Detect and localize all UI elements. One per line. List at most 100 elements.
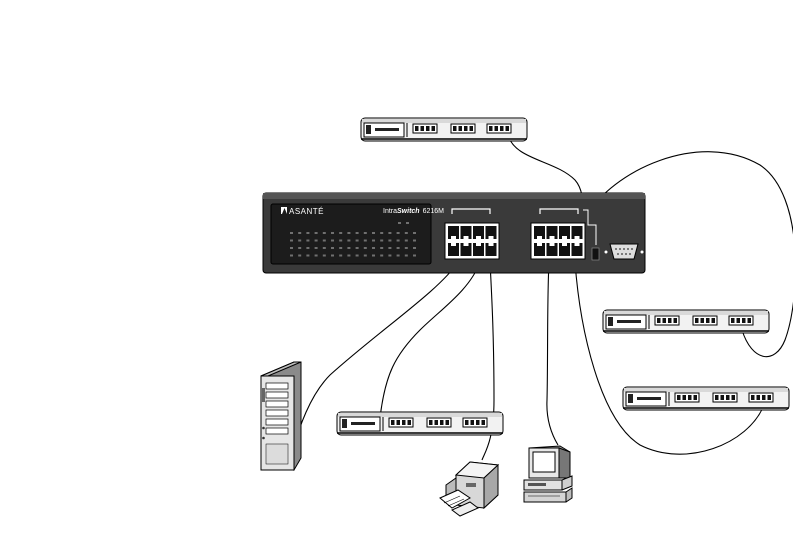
switch-model-number: 6216M <box>423 208 445 215</box>
rj45-port-latch <box>476 243 481 246</box>
status-led <box>331 232 334 234</box>
uplink-port <box>592 248 599 260</box>
hub-port <box>751 395 755 400</box>
status-led <box>364 255 367 257</box>
status-led <box>323 255 326 257</box>
status-led <box>397 255 400 257</box>
rj45-port-latch <box>476 236 481 239</box>
status-led <box>380 255 383 257</box>
hub-slot <box>351 422 375 425</box>
hub-port <box>435 420 439 425</box>
hub-logo-icon <box>628 394 633 403</box>
rj45-port-latch <box>550 243 555 246</box>
hub-right-lower <box>623 387 789 410</box>
switch-top-edge <box>263 193 645 199</box>
hub-port <box>453 126 457 131</box>
rj45-port <box>572 243 583 256</box>
rj45-port-latch <box>575 243 580 246</box>
hub-port <box>489 126 493 131</box>
status-led <box>413 240 416 242</box>
hub-port <box>415 126 419 131</box>
status-led <box>413 232 416 234</box>
hub-port <box>757 395 761 400</box>
hub-port <box>426 126 430 131</box>
status-led <box>315 240 318 242</box>
status-led <box>315 247 318 249</box>
status-led <box>290 240 293 242</box>
status-led <box>331 255 334 257</box>
status-led <box>413 255 416 257</box>
rj45-port-latch <box>489 236 494 239</box>
hub-port <box>712 318 716 323</box>
status-led <box>298 232 301 234</box>
status-led <box>339 240 342 242</box>
cable-switch-to-workstation <box>547 262 558 445</box>
rj45-port-latch <box>575 236 580 239</box>
status-led <box>405 255 408 257</box>
status-led <box>347 240 350 242</box>
rj45-port-latch <box>451 236 456 239</box>
status-led <box>339 255 342 257</box>
cable-switch-to-bottom-hub <box>380 262 480 418</box>
hub-port <box>470 126 474 131</box>
cable-switch-to-right-lower-hub <box>575 262 764 454</box>
status-led <box>397 247 400 249</box>
rj45-port <box>534 243 545 256</box>
rj45-port-latch <box>537 236 542 239</box>
status-led <box>356 255 359 257</box>
rj45-port <box>559 226 570 239</box>
hub-port <box>421 126 425 131</box>
rj45-port <box>461 243 472 256</box>
hub-port <box>465 420 469 425</box>
cables <box>294 135 793 460</box>
status-led <box>347 255 350 257</box>
desktop-computer-icon <box>524 446 572 502</box>
rj45-port <box>461 226 472 239</box>
hub-port <box>706 318 710 323</box>
status-led <box>356 232 359 234</box>
status-led <box>397 240 400 242</box>
status-led <box>413 247 416 249</box>
hub-port <box>663 318 667 323</box>
rj45-port <box>559 243 570 256</box>
status-led <box>290 255 293 257</box>
hub-port <box>674 318 678 323</box>
hub-port <box>721 395 725 400</box>
status-led <box>306 247 309 249</box>
status-led <box>339 232 342 234</box>
status-led <box>306 255 309 257</box>
status-led <box>388 232 391 234</box>
hub-port <box>726 395 730 400</box>
hub-port <box>446 420 450 425</box>
hub-slot <box>375 128 399 131</box>
hub-top-edge <box>624 388 788 392</box>
rj45-port-latch <box>562 243 567 246</box>
hub-port <box>397 420 401 425</box>
status-led <box>364 247 367 249</box>
status-led <box>323 240 326 242</box>
rj45-port-latch <box>464 236 469 239</box>
hub-port <box>402 420 406 425</box>
hub-port <box>694 395 698 400</box>
status-led <box>323 232 326 234</box>
status-led <box>298 240 301 242</box>
hub-port <box>459 126 463 131</box>
status-led <box>290 247 293 249</box>
asante-logo-icon <box>281 207 287 214</box>
hub-port <box>500 126 504 131</box>
hub-slot <box>637 397 661 400</box>
status-led <box>388 240 391 242</box>
status-led <box>339 247 342 249</box>
status-led <box>331 240 334 242</box>
status-led <box>347 232 350 234</box>
status-led <box>364 240 367 242</box>
status-led <box>331 247 334 249</box>
status-led <box>405 247 408 249</box>
status-led <box>364 232 367 234</box>
status-led <box>356 240 359 242</box>
switch-model-name: Switch <box>397 208 420 215</box>
hub-port <box>742 318 746 323</box>
rj45-port-latch <box>550 236 555 239</box>
hub-logo-icon <box>342 419 347 428</box>
status-led <box>306 232 309 234</box>
